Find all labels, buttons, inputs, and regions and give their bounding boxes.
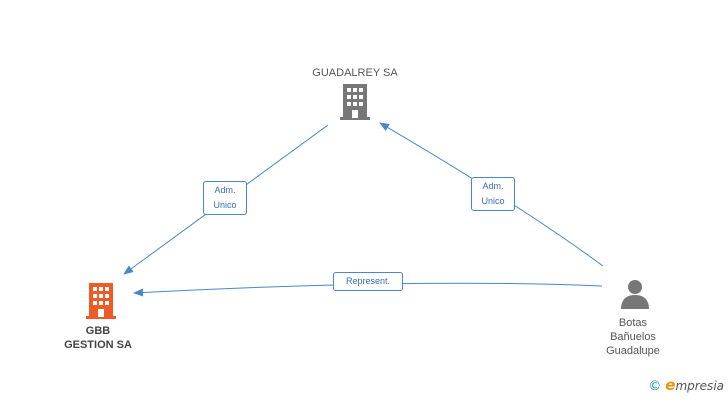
gbb-label-line2: GESTION SA — [64, 339, 132, 351]
botas-label-line2: Bañuelos — [610, 331, 656, 343]
person-icon[interactable] — [620, 279, 650, 309]
building-icon-highlighted[interactable] — [84, 283, 118, 319]
gbb-label[interactable]: GBB GESTION SA — [48, 324, 148, 352]
edge-label-adm-unico-left[interactable]: Adm. Unico — [203, 181, 247, 215]
botas-label-line1: Botas — [618, 317, 648, 329]
gbb-label-line1: GBB — [85, 325, 111, 337]
brand-rest: mpresia — [675, 379, 724, 393]
edge-label-represent[interactable]: Represent. — [333, 272, 403, 291]
edge-label-adm-unico-right[interactable]: Adm. Unico — [471, 177, 515, 211]
guadalrey-label[interactable]: GUADALREY SA — [312, 67, 398, 79]
brand-e: e — [665, 376, 676, 394]
copyright-icon: © — [648, 379, 662, 394]
botas-label-line3: Guadalupe — [606, 345, 660, 357]
empresia-logo: © empresia — [648, 376, 724, 394]
botas-label[interactable]: Botas Bañuelos Guadalupe — [583, 316, 683, 358]
building-icon[interactable] — [338, 84, 372, 120]
